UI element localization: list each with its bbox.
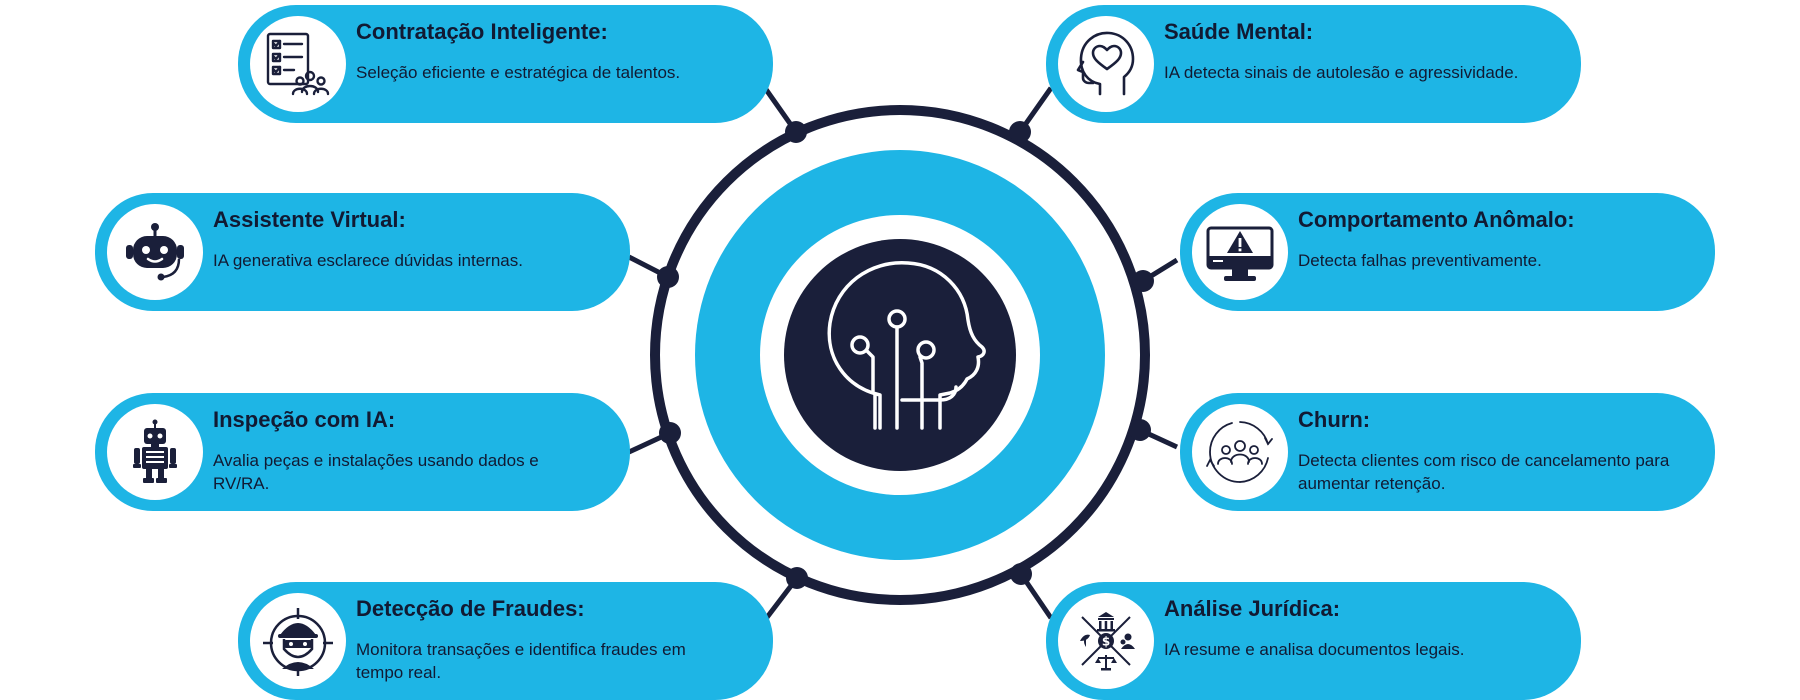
card-description: Seleção eficiente e estratégica de talen… <box>356 63 681 82</box>
robot-icon <box>107 404 203 500</box>
card-inspecao: Inspeção com IA: Avalia peças e instalaç… <box>95 393 630 511</box>
connector-dot <box>1132 270 1154 292</box>
card-saude: Saúde Mental: IA detecta sinais de autol… <box>1046 5 1581 123</box>
ai-head-circuit-icon <box>827 261 986 430</box>
card-description: Avalia peças e instalações usando dados … <box>213 451 539 493</box>
card-title: Análise Jurídica: <box>1164 596 1341 621</box>
connector-dot <box>1010 563 1032 585</box>
card-title: Churn: <box>1298 407 1371 432</box>
card-fraudes: Detecção de Fraudes: Monitora transações… <box>238 582 773 700</box>
central-hub <box>650 105 1154 605</box>
card-description: Detecta clientes com risco de cancelamen… <box>1298 451 1670 493</box>
connector-dot <box>786 567 808 589</box>
svg-text:$: $ <box>1102 635 1110 649</box>
masked-thief-target-icon <box>250 593 346 689</box>
connector-dot <box>659 422 681 444</box>
people-cycle-icon <box>1192 404 1288 500</box>
card-churn: Churn: Detecta clientes com risco de can… <box>1180 393 1715 511</box>
connector-dot <box>1129 419 1151 441</box>
card-title: Comportamento Anômalo: <box>1298 207 1575 232</box>
card-title: Saúde Mental: <box>1164 19 1314 44</box>
monitor-warning-icon <box>1192 204 1288 300</box>
card-description: IA resume e analisa documentos legais. <box>1164 640 1465 659</box>
card-description: Detecta falhas preventivamente. <box>1298 251 1542 270</box>
card-description: IA generativa esclarece dúvidas internas… <box>213 251 523 270</box>
checklist-people-icon <box>250 16 346 112</box>
card-assistente: Assistente Virtual: IA generativa esclar… <box>95 193 630 311</box>
card-title: Detecção de Fraudes: <box>356 596 585 621</box>
card-description: IA detecta sinais de autolesão e agressi… <box>1164 63 1519 82</box>
card-title: Assistente Virtual: <box>213 207 406 232</box>
card-comportamento: Comportamento Anômalo: Detecta falhas pr… <box>1180 193 1715 311</box>
card-title: Contratação Inteligente: <box>356 19 608 44</box>
legal-scales-icon: $ <box>1058 593 1154 689</box>
card-juridica: $ Análise Jurídica: IA resume e analisa … <box>1046 582 1581 700</box>
connector-dot <box>657 266 679 288</box>
card-description: Monitora transações e identifica fraudes… <box>356 640 686 682</box>
connector-dot <box>1009 121 1031 143</box>
connector-dot <box>785 121 807 143</box>
chatbot-headset-icon <box>107 204 203 300</box>
head-heart-icon <box>1058 16 1154 112</box>
card-contratacao: Contratação Inteligente: Seleção eficien… <box>238 5 773 123</box>
card-title: Inspeção com IA: <box>213 407 396 432</box>
